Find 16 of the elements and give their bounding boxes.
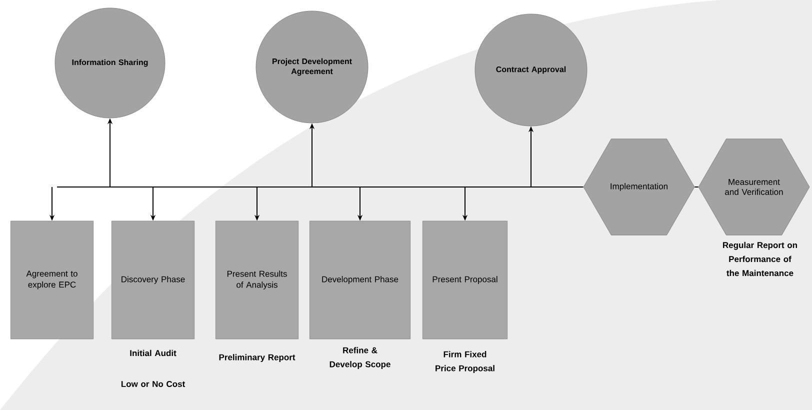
circle-node: Contract Approval xyxy=(474,14,588,126)
phase-box: Agreement to explore EPC xyxy=(10,220,94,340)
phase-box: Development Phase xyxy=(309,220,411,340)
circle-node: Project Development Agreement xyxy=(256,10,368,124)
phase-note: Regular Report on Performance of the Maintenance xyxy=(723,242,797,276)
phase-note: Initial Audit xyxy=(130,350,176,356)
phase-note: Refine & Develop Scope xyxy=(330,347,390,369)
hexagon-node: Implementation xyxy=(583,138,695,236)
phase-box: Discovery Phase xyxy=(111,220,195,340)
phase-note: Firm Fixed Price Proposal xyxy=(436,351,494,373)
hexagon-node: Measurement and Verification xyxy=(698,138,810,236)
phase-note: Preliminary Report xyxy=(219,354,296,362)
phase-box: Present Proposal xyxy=(422,220,508,340)
circle-node: Information Sharing xyxy=(54,8,166,118)
phase-note: Low or No Cost xyxy=(121,381,185,387)
phase-box: Present Results of Analysis xyxy=(215,220,299,340)
